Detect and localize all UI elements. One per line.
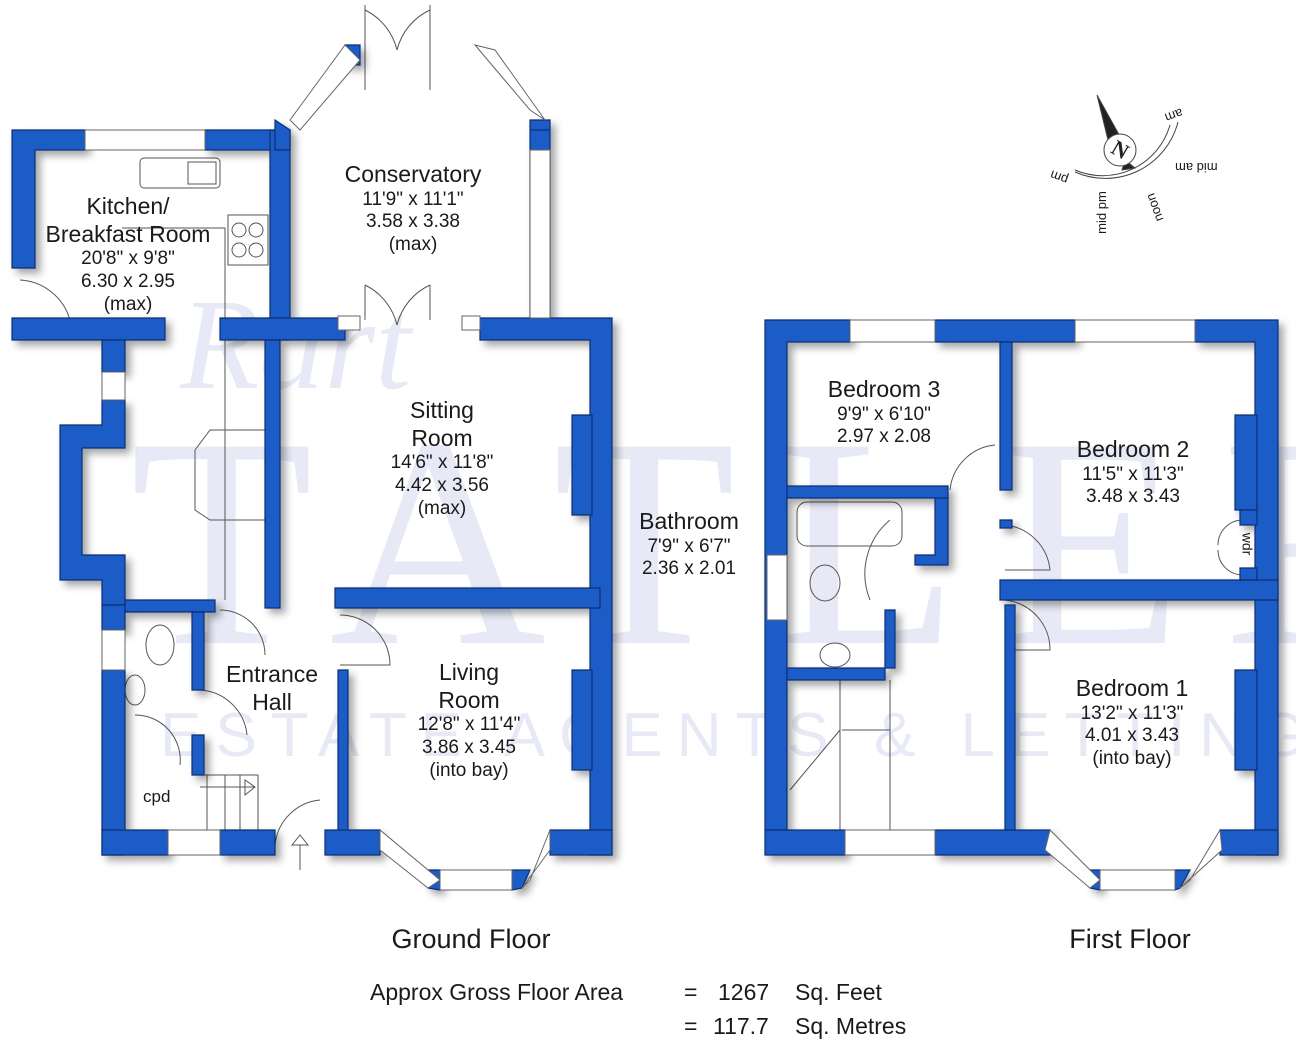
room-living-room: Living Room 12'8" x 11'4" 3.86 x 3.45 (i… xyxy=(418,659,521,783)
room-imperial: 12'8" x 11'4" xyxy=(417,714,521,736)
area-sqm-unit: Sq. Metres xyxy=(795,1013,907,1039)
room-sitting-room: Sitting Room 14'6" x 11'8" 4.42 x 3.56 (… xyxy=(391,397,494,521)
room-name: Bedroom 3 xyxy=(827,376,941,402)
room-name: Entrance xyxy=(225,661,319,687)
room-name-line2: Room xyxy=(411,424,473,451)
room-bedroom-3: Bedroom 3 9'9" x 6'10" 2.97 x 2.08 xyxy=(828,376,941,449)
room-imperial: 7'9" x 6'7" xyxy=(647,535,731,557)
room-name: Sitting xyxy=(410,397,474,423)
room-cupboard: cpd xyxy=(143,787,171,806)
room-name: Bedroom 2 xyxy=(1076,436,1190,462)
room-metric: 4.42 x 3.56 xyxy=(394,474,490,496)
room-name-line2: Hall xyxy=(252,688,292,715)
area-sqft-value: 1267 xyxy=(718,979,770,1005)
area-equals-2: = xyxy=(684,1013,698,1039)
first-floor-title: First Floor xyxy=(1069,924,1191,954)
room-bathroom: Bathroom 7'9" x 6'7" 2.36 x 2.01 xyxy=(639,508,739,581)
room-conservatory: Conservatory 11'9" x 11'1" 3.58 x 3.38 (… xyxy=(345,161,482,257)
room-name-line2: Room xyxy=(438,686,500,713)
area-sqm-value: 117.7 xyxy=(713,1013,769,1039)
area-equals-1: = xyxy=(684,979,698,1005)
room-note: (max) xyxy=(417,497,467,519)
ground-floor-title: Ground Floor xyxy=(391,924,551,954)
area-label: Approx Gross Floor Area xyxy=(370,979,624,1005)
compass-label-mid-am: mid am xyxy=(1175,160,1218,175)
room-wardrobe: wdr xyxy=(1239,532,1256,556)
room-note: (max) xyxy=(103,293,153,315)
room-imperial: 13'2" x 11'3" xyxy=(1080,702,1184,724)
room-imperial: 14'6" x 11'8" xyxy=(390,452,494,474)
room-note: (into bay) xyxy=(1092,748,1172,770)
room-bedroom-1: Bedroom 1 13'2" x 11'3" 4.01 x 3.43 (int… xyxy=(1076,675,1189,771)
room-note: (max) xyxy=(388,234,438,256)
room-imperial: 20'8" x 9'8" xyxy=(81,248,175,270)
compass-label-mid-pm: mid pm xyxy=(1093,191,1109,234)
room-metric: 2.97 x 2.08 xyxy=(836,426,932,448)
room-name: Conservatory xyxy=(344,161,482,187)
room-metric: 4.01 x 3.43 xyxy=(1084,725,1180,747)
room-metric: 6.30 x 2.95 xyxy=(80,270,176,292)
room-imperial: 9'9" x 6'10" xyxy=(837,403,931,425)
room-metric: 2.36 x 2.01 xyxy=(641,558,737,580)
room-metric: 3.58 x 3.38 xyxy=(365,211,461,233)
room-metric: 3.48 x 3.43 xyxy=(1085,486,1181,508)
room-bedroom-2: Bedroom 2 11'5" x 11'3" 3.48 x 3.43 xyxy=(1077,436,1190,509)
room-entrance-hall: Entrance Hall xyxy=(226,661,318,716)
compass-icon xyxy=(1074,94,1179,179)
room-name: Bathroom xyxy=(639,508,739,534)
room-note: (into bay) xyxy=(429,759,509,781)
room-kitchen: Kitchen/ Breakfast Room 20'8" x 9'8" 6.3… xyxy=(46,193,211,317)
room-name: Kitchen/ xyxy=(86,193,170,219)
room-name-line2: Breakfast Room xyxy=(45,220,211,247)
room-imperial: 11'9" x 11'1" xyxy=(362,188,464,210)
room-metric: 3.86 x 3.45 xyxy=(421,736,517,758)
area-sqft-unit: Sq. Feet xyxy=(795,979,882,1005)
room-name: Living xyxy=(438,659,500,685)
room-imperial: 11'5" x 11'3" xyxy=(1082,463,1184,485)
room-name: Bedroom 1 xyxy=(1075,675,1189,701)
